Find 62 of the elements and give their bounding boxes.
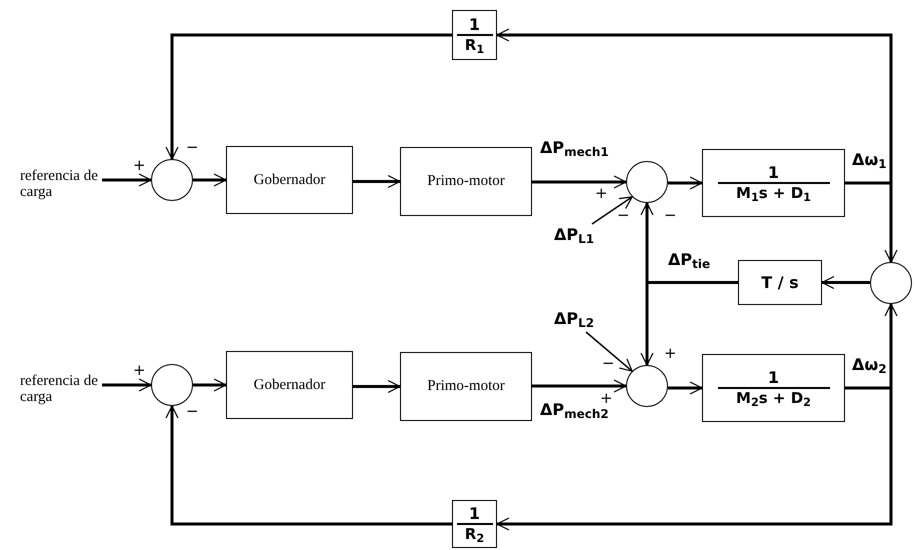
arrow <box>668 381 703 395</box>
sign-label: − <box>602 356 615 371</box>
summing-junction <box>151 364 193 406</box>
sign-label: − <box>664 208 677 223</box>
block-box <box>702 354 845 422</box>
sign-label: − <box>617 208 630 223</box>
signal-label: Δω$_{1}$ <box>852 152 887 168</box>
arrow <box>821 276 870 290</box>
block-label: Gobernador <box>254 170 326 190</box>
arrow <box>353 380 401 394</box>
arrow <box>845 182 898 263</box>
block-box <box>738 260 822 305</box>
arrow <box>586 331 633 372</box>
arrow <box>532 379 627 393</box>
disturbance-label: ΔP$_{L1}$ <box>554 227 594 243</box>
block-box <box>226 351 353 419</box>
denominator-text: M$_{1}$s + D$_{1}$ <box>736 184 811 202</box>
summing-junction <box>626 161 668 203</box>
sign-label: + <box>133 363 146 378</box>
arrow <box>102 378 152 392</box>
signal-label: Δω$_{2}$ <box>852 357 887 373</box>
block-box <box>400 352 532 421</box>
denominator-text: R$_{1}$ <box>464 36 484 54</box>
arrow <box>353 174 401 188</box>
denominator-text: M$_{2}$s + D$_{2}$ <box>736 388 811 407</box>
block-label: T / s <box>761 272 799 294</box>
arrow <box>845 303 898 390</box>
arrow <box>668 176 703 190</box>
arrow <box>532 175 627 189</box>
numerator-text: 1 <box>468 16 480 34</box>
signal-label: ΔP$_{tie}$ <box>668 252 710 268</box>
arrow <box>640 281 738 366</box>
summing-junction <box>626 365 668 407</box>
numerator-text: 1 <box>768 369 780 388</box>
summing-junction <box>870 262 912 304</box>
denominator-text: R$_{2}$ <box>464 524 484 543</box>
sign-label: − <box>186 140 199 155</box>
arrow <box>592 196 633 225</box>
arrow <box>102 173 152 187</box>
summing-junction <box>151 159 193 201</box>
block-box <box>702 149 845 217</box>
sign-label: + <box>595 186 608 201</box>
edge-label: ΔP$_{mech1}$ <box>540 140 609 156</box>
sign-label: + <box>664 346 677 361</box>
arrow <box>496 386 892 531</box>
arrow <box>165 34 452 160</box>
arrow <box>165 405 452 526</box>
block-box <box>226 146 353 214</box>
disturbance-label: ΔP$_{L2}$ <box>554 311 594 327</box>
block-label: Primo-motor <box>427 172 505 192</box>
sign-label: + <box>133 158 146 173</box>
numerator-text: 1 <box>768 164 780 182</box>
numerator-text: 1 <box>468 505 480 524</box>
block-label: Gobernador <box>254 376 326 395</box>
block-label: Primo-motor <box>427 377 505 396</box>
block-box <box>452 500 497 548</box>
sign-label: − <box>186 404 199 419</box>
arrow <box>193 378 227 392</box>
arrow <box>193 173 227 187</box>
block-box <box>400 147 532 216</box>
block-box <box>452 10 497 60</box>
arrow <box>496 28 892 184</box>
